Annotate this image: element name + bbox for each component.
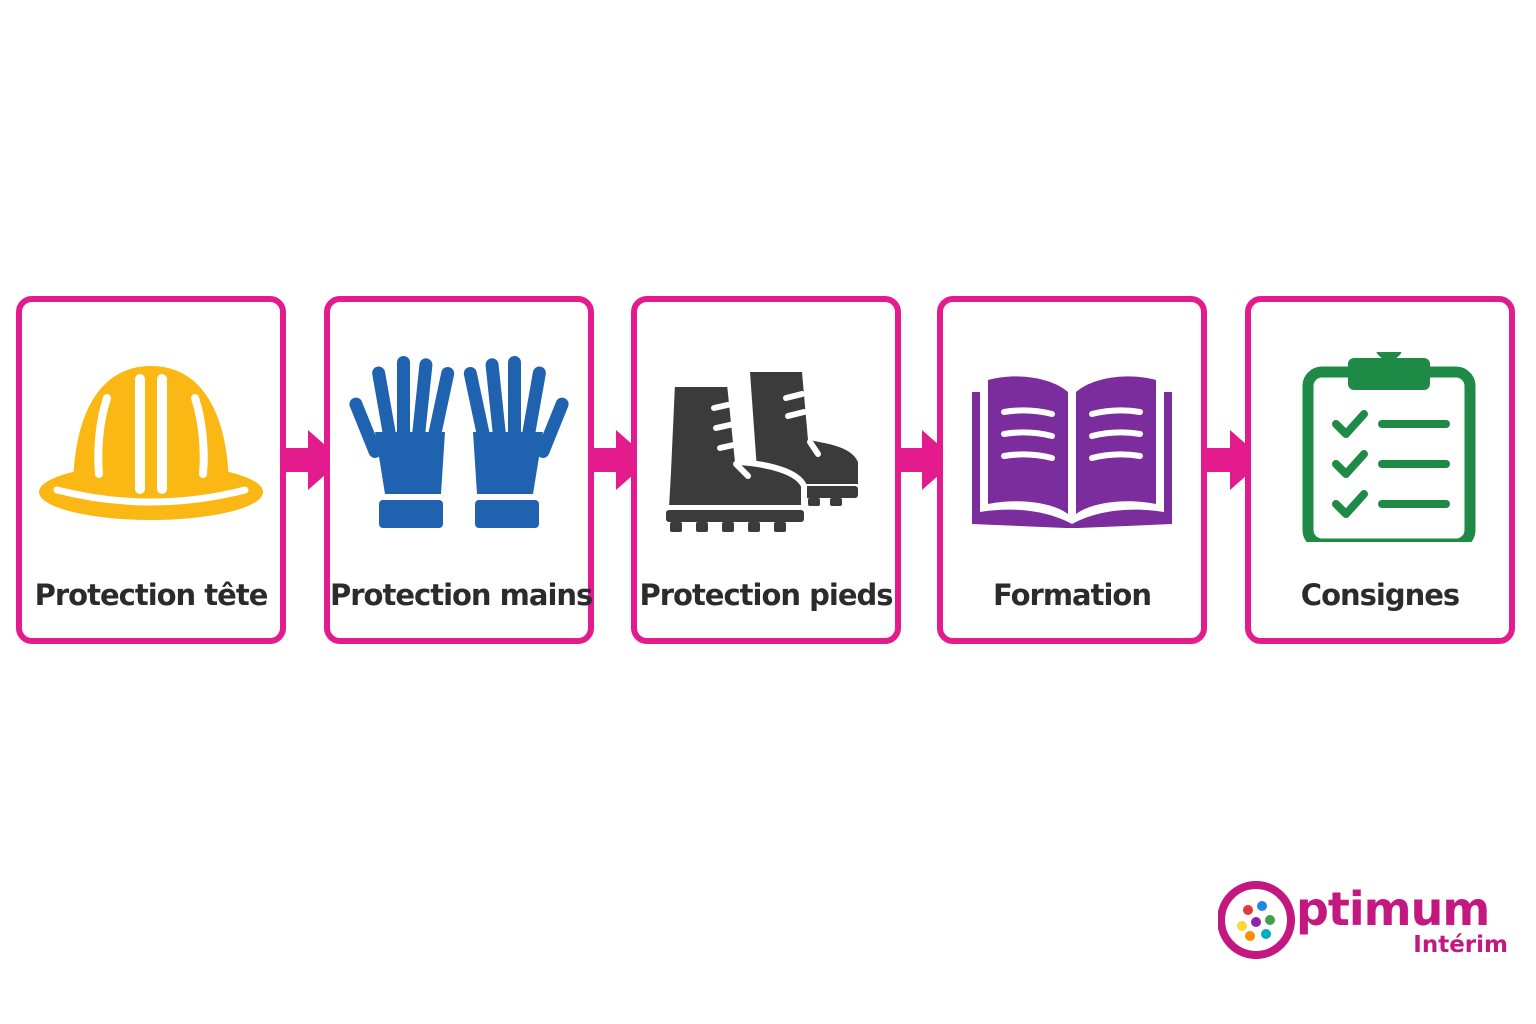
logo-wordmark: ptimum — [1296, 882, 1490, 936]
brand-logo: ptimum Intérim — [1218, 880, 1514, 970]
step-card-protection-mains: Protection mains — [324, 296, 594, 644]
globe-people-icon — [1218, 881, 1295, 959]
step-label: Consignes — [1300, 578, 1460, 612]
logo-subtitle: Intérim — [1413, 932, 1508, 958]
step-label: Formation — [992, 578, 1152, 612]
hard-hat-icon — [39, 366, 263, 520]
safety-boots-icon — [662, 372, 858, 532]
step-label: Protection tête — [34, 578, 269, 612]
step-card-protection-pieds: Protection pieds — [631, 296, 901, 644]
step-card-formation: Formation — [937, 296, 1207, 644]
clipboard-checklist-icon — [1302, 352, 1476, 542]
step-card-consignes: Consignes — [1245, 296, 1515, 644]
open-book-icon — [972, 376, 1172, 528]
step-label: Protection mains — [330, 578, 593, 612]
step-card-protection-tete: Protection tête — [16, 296, 286, 644]
step-label: Protection pieds — [639, 578, 893, 612]
gloves-icon — [349, 356, 569, 528]
